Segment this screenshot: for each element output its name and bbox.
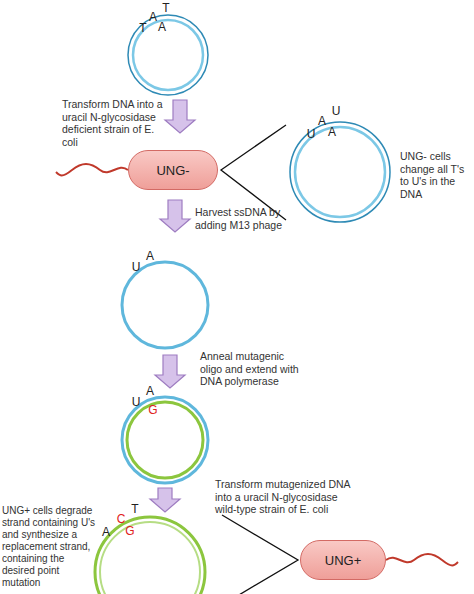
mutant-outer-strand <box>95 517 205 594</box>
step-note: UNG+ cells degrade strand containing U's… <box>2 505 97 589</box>
step-arrow <box>150 488 180 512</box>
base-letter: U <box>132 260 141 274</box>
base-letter: A <box>149 10 157 24</box>
base-letter: A <box>158 20 166 34</box>
plasmid-inner-strand <box>133 20 203 90</box>
step-note: Transform DNA into a uracil N-glycosidas… <box>62 98 164 148</box>
cell-label: UNG+ <box>325 553 361 568</box>
step-note: UNG- cells change all T's to U's in the … <box>400 150 472 200</box>
base-letter: U <box>307 127 316 141</box>
plasmid-outer-strand <box>128 15 208 95</box>
step-arrow <box>165 100 195 133</box>
base-letter: A <box>102 525 110 539</box>
step-note: Transform mutagenized DNA into a uracil … <box>215 478 355 516</box>
cell-label: UNG- <box>156 163 189 178</box>
plasmid-inner-strand <box>295 127 385 217</box>
base-letter: T <box>162 1 169 15</box>
step-arrow <box>155 355 185 388</box>
zoom-bracket <box>222 515 298 594</box>
base-letter: A <box>328 125 336 139</box>
plasmid-outer-strand <box>290 122 390 222</box>
new-strand <box>127 402 203 478</box>
base-letter: A <box>146 249 154 263</box>
base-letter: A <box>318 114 326 128</box>
base-letter: G <box>125 524 134 538</box>
base-letter: T <box>139 21 146 35</box>
bacterium-cell: UNG+ <box>300 540 386 580</box>
base-letter: G <box>148 403 157 417</box>
bacterium-cell: UNG- <box>128 150 218 190</box>
base-letter: U <box>332 104 341 118</box>
step-note: Anneal mutagenic oligo and extend with D… <box>200 350 305 388</box>
flagellum <box>56 164 128 176</box>
flagellum <box>386 554 458 566</box>
base-letter: A <box>146 384 154 398</box>
step-arrow <box>160 200 190 232</box>
step-note: Harvest ssDNA by adding M13 phage <box>195 206 310 231</box>
zoom-bracket <box>221 125 286 220</box>
base-letter: U <box>132 395 141 409</box>
template-strand <box>122 397 208 483</box>
mutant-inner-strand <box>100 522 200 594</box>
base-letter: C <box>117 512 126 526</box>
base-letter: T <box>131 502 138 516</box>
ssdna-circle <box>122 262 208 348</box>
